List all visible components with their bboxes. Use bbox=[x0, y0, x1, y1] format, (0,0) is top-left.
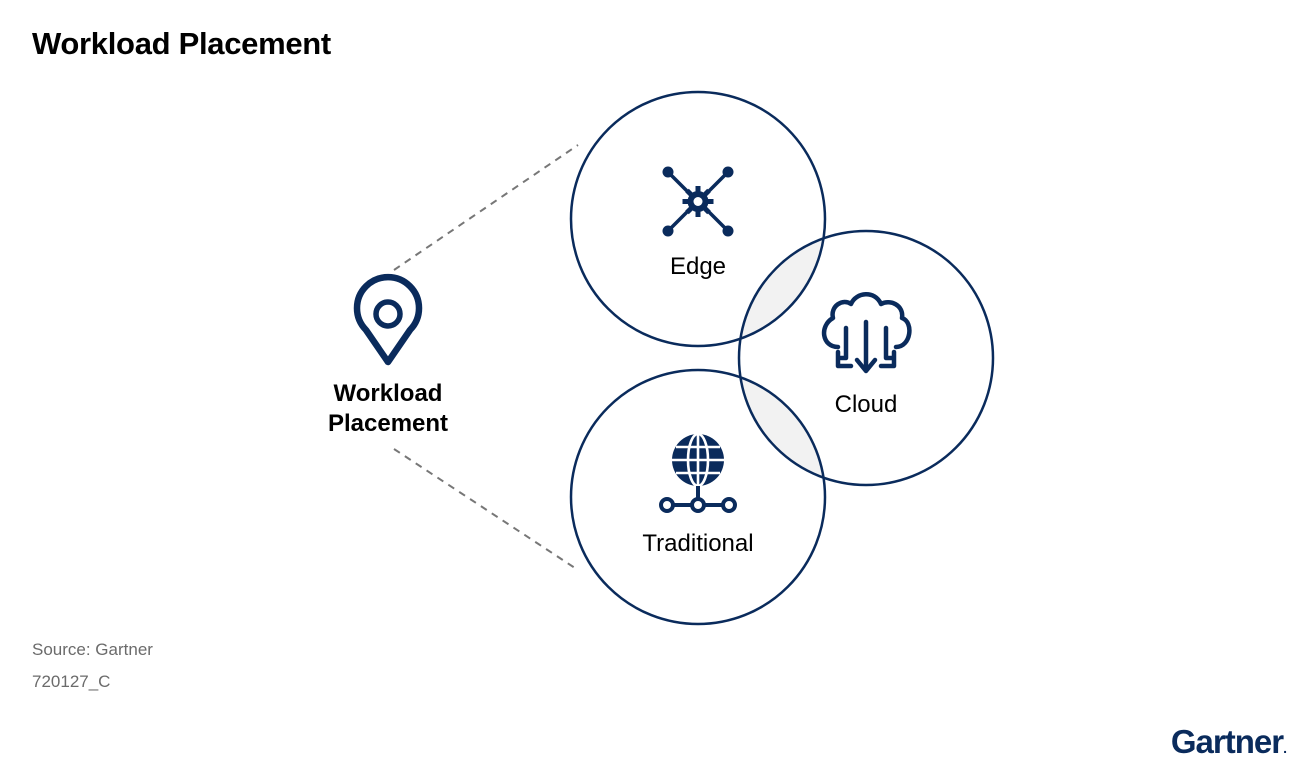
logo-dot: . bbox=[1283, 740, 1287, 756]
cloud-circle bbox=[737, 229, 995, 487]
edge-label: Edge bbox=[670, 253, 726, 280]
center-label-line2: Placement bbox=[328, 410, 448, 437]
traditional-circle bbox=[569, 368, 827, 626]
page-title: Workload Placement bbox=[32, 26, 331, 61]
source-note: Source: Gartner bbox=[32, 640, 153, 659]
center-label-line1: Workload bbox=[334, 380, 443, 407]
overlap-edge-cloud bbox=[739, 231, 825, 346]
connector-line-lower bbox=[393, 448, 579, 571]
cloud-download-icon bbox=[821, 292, 912, 374]
globe-network-icon bbox=[659, 432, 737, 513]
gartner-logo: Gartner. bbox=[1170, 723, 1287, 761]
edge-gear-network-icon bbox=[662, 166, 734, 237]
traditional-label: Traditional bbox=[642, 530, 753, 557]
edge-circle bbox=[569, 90, 827, 348]
logo-text: Gartner bbox=[1170, 723, 1284, 760]
connector-line-upper bbox=[393, 144, 579, 271]
figure-id: 720127_C bbox=[32, 672, 111, 691]
cloud-label: Cloud bbox=[835, 391, 898, 418]
location-pin-icon bbox=[353, 273, 423, 366]
